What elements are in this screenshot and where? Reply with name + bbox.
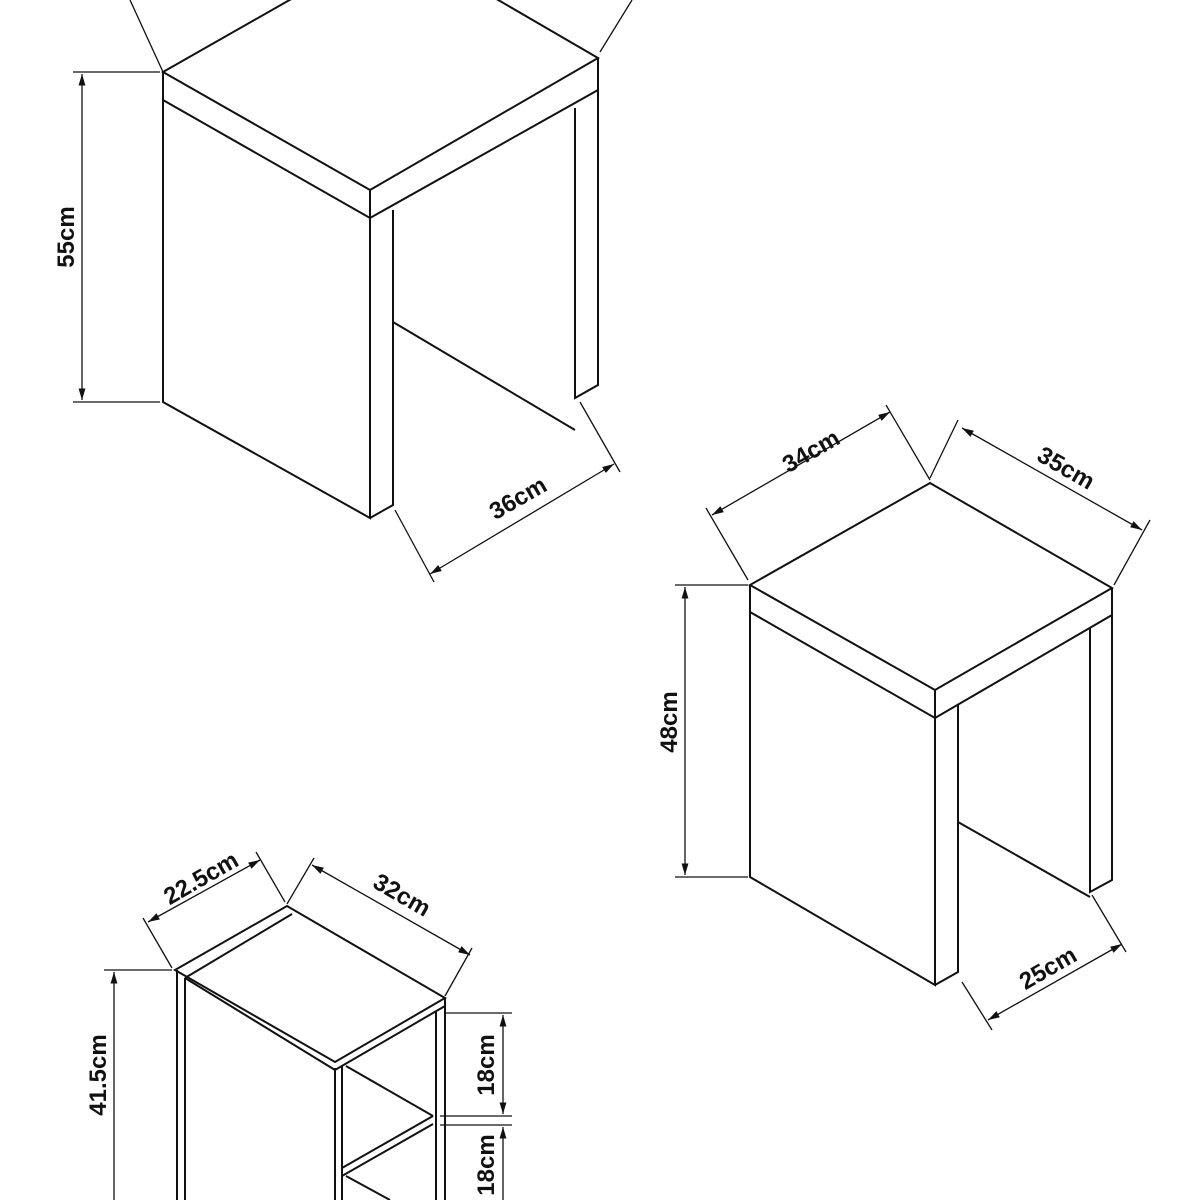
small-depth-label: 32cm [368,868,435,922]
small-shelf-1-label: 18cm [473,1034,500,1095]
small-table [104,851,512,1200]
large-table [73,0,633,583]
large-depth-label: 36cm [485,471,552,525]
small-height-label: 41.5cm [85,1034,112,1115]
medium-leg-depth-label: 25cm [1015,941,1082,995]
small-width-label: 22.5cm [159,846,243,910]
medium-width-label: 34cm [778,424,845,478]
medium-height-label: 48cm [656,691,683,752]
medium-table [675,404,1151,1031]
large-height-label: 55cm [53,206,80,267]
small-shelf-2-label: 18cm [473,1134,500,1195]
